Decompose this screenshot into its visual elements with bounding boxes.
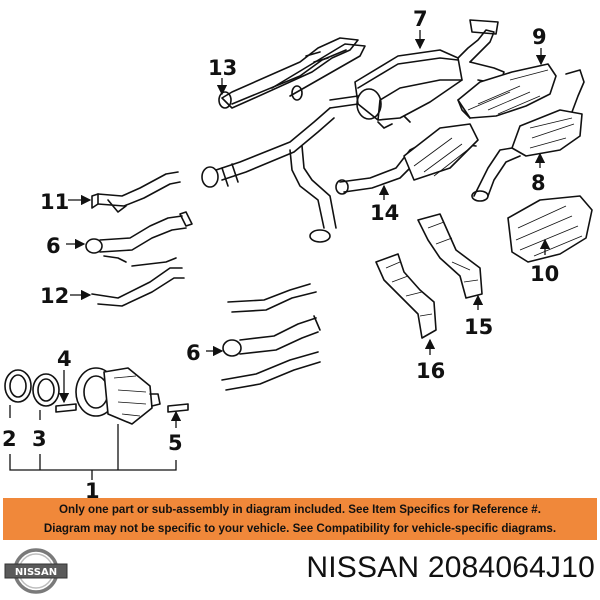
disclaimer-banner: Only one part or sub-assembly in diagram… (3, 498, 597, 540)
part-2-gasket (4, 369, 32, 403)
part-number-title: NISSAN 2084064J10 (306, 551, 595, 584)
callout-13: 13 (208, 56, 237, 80)
callout-5: 5 (168, 431, 183, 455)
callout-14: 14 (370, 201, 399, 225)
logo-wordmark: NISSAN (15, 567, 57, 578)
callout-2: 2 (2, 427, 17, 451)
part-11-gasket-pipe (91, 171, 181, 213)
callout-10: 10 (530, 262, 559, 286)
callout-12: 12 (40, 284, 69, 308)
lower-right-pipes (221, 283, 321, 391)
callout-7: 7 (413, 7, 428, 31)
part-7-muffler (329, 19, 505, 129)
disclaimer-line-1: Only one part or sub-assembly in diagram… (59, 503, 541, 516)
callout-4: 4 (57, 347, 72, 371)
callout-16: 16 (416, 359, 445, 383)
leader-lines (9, 30, 551, 480)
part-13-front-pipe (218, 37, 366, 109)
nissan-logo: NISSAN (4, 548, 68, 594)
part-3-gasket (32, 373, 60, 407)
callout-15: 15 (464, 315, 493, 339)
callout-1: 1 (85, 479, 100, 503)
callout-3: 3 (32, 427, 47, 451)
callout-9: 9 (532, 25, 547, 49)
part-16-pipe-bracket (375, 253, 437, 339)
part-5-stud (167, 403, 189, 413)
part-6-flange-pipe-upper (85, 211, 193, 263)
part-14-center-pipe (335, 123, 479, 195)
part-9-heat-shield (457, 63, 557, 119)
part-8-catalytic-converter (471, 69, 585, 202)
callout-8: 8 (531, 171, 546, 195)
part-1-catalytic-converter (75, 367, 161, 425)
callout-6-upper: 6 (46, 234, 61, 258)
callout-11: 11 (40, 190, 69, 214)
main-exhaust-pipe (201, 107, 337, 243)
callout-6-lower: 6 (186, 341, 201, 365)
part-12-heat-insulator-upper (91, 257, 185, 307)
part-10-heat-shield-lower (507, 195, 593, 263)
part-15-pipe-bracket (417, 213, 483, 299)
part-4-stud (55, 403, 77, 413)
disclaimer-line-2: Diagram may not be specific to your vehi… (43, 522, 557, 535)
